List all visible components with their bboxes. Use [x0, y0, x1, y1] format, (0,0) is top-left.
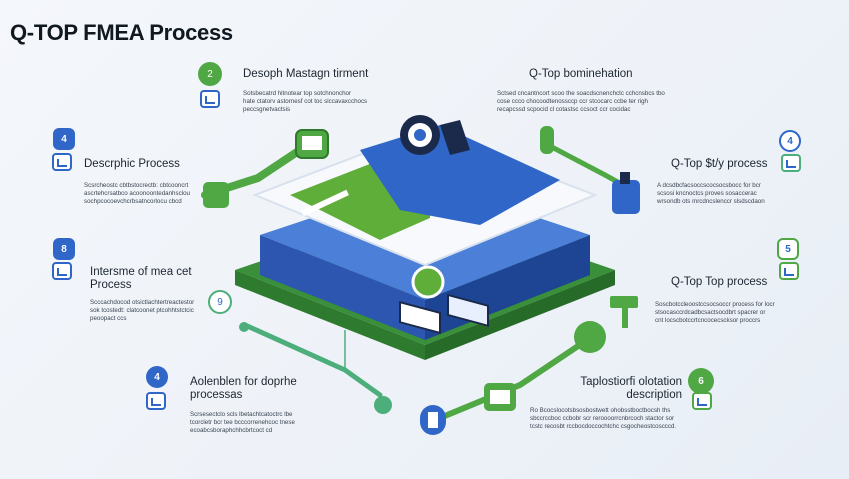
step-badge-8: 8: [53, 238, 75, 260]
bracket-icon: [610, 296, 638, 308]
step-block-intersme: Intersme of mea cet Process Scccachdocod…: [90, 266, 195, 323]
step-block-qtop-study: Q-Top $t/y process A dcsdbcfacsoccscocso…: [657, 158, 768, 206]
calendar-icon-bottom: [146, 392, 166, 410]
step-badge-2: 2: [198, 62, 222, 86]
step-block-qtop-top-process: Q-Top Top process Soscbotccleoostccsocso…: [655, 276, 775, 325]
connector-left-top-plug: [203, 182, 229, 208]
calendar-icon: [52, 262, 72, 280]
dashboard-screen-1: [447, 293, 489, 328]
connector-right-bottom: [432, 335, 593, 423]
step-badge-4-right: 4: [779, 130, 801, 152]
step-badge-9: 9: [208, 290, 232, 314]
step-description: Sotsbecatrd hitnotear top sotchnonchor h…: [243, 90, 368, 114]
step-heading: Desoph Mastagn tirment: [243, 68, 369, 80]
step-block-descriptive-process: Descrphic Process Scsrcheostc cbtbstocre…: [84, 158, 190, 206]
chart-icon: [52, 153, 72, 171]
dashboard-screen-2: [399, 300, 441, 335]
step-block-exploration: Taplostiorfi olotation description Ro Bc…: [530, 376, 682, 431]
step-badge-6: 6: [688, 368, 714, 394]
step-badge-5: 5: [777, 238, 799, 260]
connector-left-bottom-dot: [239, 322, 249, 332]
step-block-design-management: Desoph Mastagn tirment Sotsbecatrd hitno…: [243, 68, 393, 115]
usb-plug-icon: [612, 180, 640, 214]
step-badge-4-bottom: 4: [146, 366, 168, 388]
test-tube-icon: [540, 126, 554, 154]
connector-left-bottom-end: [374, 396, 392, 414]
step-badge-4-left: 4: [53, 128, 75, 150]
step-block-qtop-combination: Q-Top bominehation Sctsed cncantncort sc…: [497, 68, 665, 114]
document-icon: [200, 90, 220, 108]
sensor-bar: [301, 189, 349, 217]
flask-icon: [781, 154, 801, 172]
folder-icon: [692, 392, 712, 410]
step-block-assemblies: Aolenblen for doprhe processas Scrsesect…: [190, 376, 297, 435]
connector-right-bottom-end: [574, 321, 606, 353]
diagram-title: Q-TOP FMEA Process: [10, 20, 233, 45]
bottom-dial-icon: [411, 265, 445, 299]
checklist-icon: [779, 262, 799, 280]
